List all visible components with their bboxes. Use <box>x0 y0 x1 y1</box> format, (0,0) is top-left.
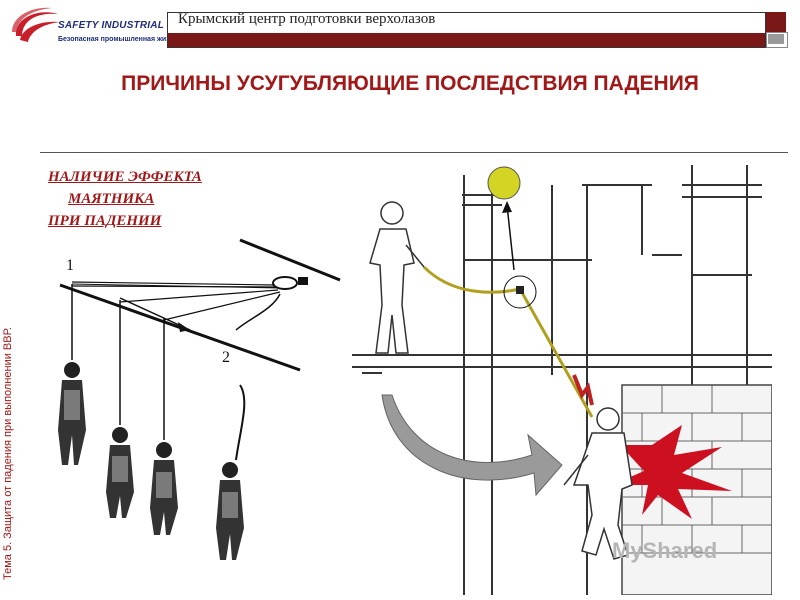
divider-line <box>40 152 788 153</box>
hanging-worker-3 <box>150 442 178 535</box>
hanging-worker-2 <box>106 427 134 518</box>
header-corner-fill <box>768 34 784 44</box>
diagram-label-1: 1 <box>66 257 74 274</box>
standing-worker <box>369 201 425 354</box>
diagram-label-2: 2 <box>222 349 230 366</box>
effect-line-3: ПРИ ПАДЕНИИ <box>48 213 162 229</box>
swinging-worker <box>563 407 633 560</box>
anchor-shackle-icon <box>272 276 298 290</box>
effect-line-2: МАЯТНИКА <box>68 191 155 207</box>
logo-brand: SAFETY INDUSTRIAL LIFE <box>58 20 190 31</box>
rail-line-upper <box>239 238 341 282</box>
effect-heading: НАЛИЧИЕ ЭФФЕКТА МАЯТНИКА ПРИ ПАДЕНИИ <box>48 166 202 232</box>
header-text: Крымский центр подготовки верхолазов <box>178 11 436 27</box>
logo-tagline: Безопасная промышленная жизнь <box>58 36 179 43</box>
header-bar <box>167 12 766 48</box>
vertical-topic-label: Тема 5. Защита от падения при выполнении… <box>2 327 14 580</box>
up-arrow-icon <box>502 201 512 213</box>
effect-line-1: НАЛИЧИЕ ЭФФЕКТА <box>48 169 202 185</box>
scaffold-fall-illustration <box>352 165 772 595</box>
hanging-worker-4 <box>216 462 244 560</box>
pendulum-diagram: 1 2 <box>58 238 341 560</box>
logo <box>8 6 158 50</box>
hanging-worker-1 <box>58 362 86 465</box>
watermark: MyShared <box>612 538 718 563</box>
impact-burst-icon <box>612 425 732 519</box>
slide-title: ПРИЧИНЫ УСУГУБЛЯЮЩИЕ ПОСЛЕДСТВИЯ ПАДЕНИЯ <box>121 72 699 95</box>
swing-arrow-icon <box>381 394 563 497</box>
logo-swoosh-icon <box>12 7 60 42</box>
pendulum-ball-icon <box>487 166 521 200</box>
anchor-point-circle <box>503 275 537 309</box>
direction-arrow-icon <box>178 322 190 332</box>
header-corner-block <box>766 12 786 32</box>
